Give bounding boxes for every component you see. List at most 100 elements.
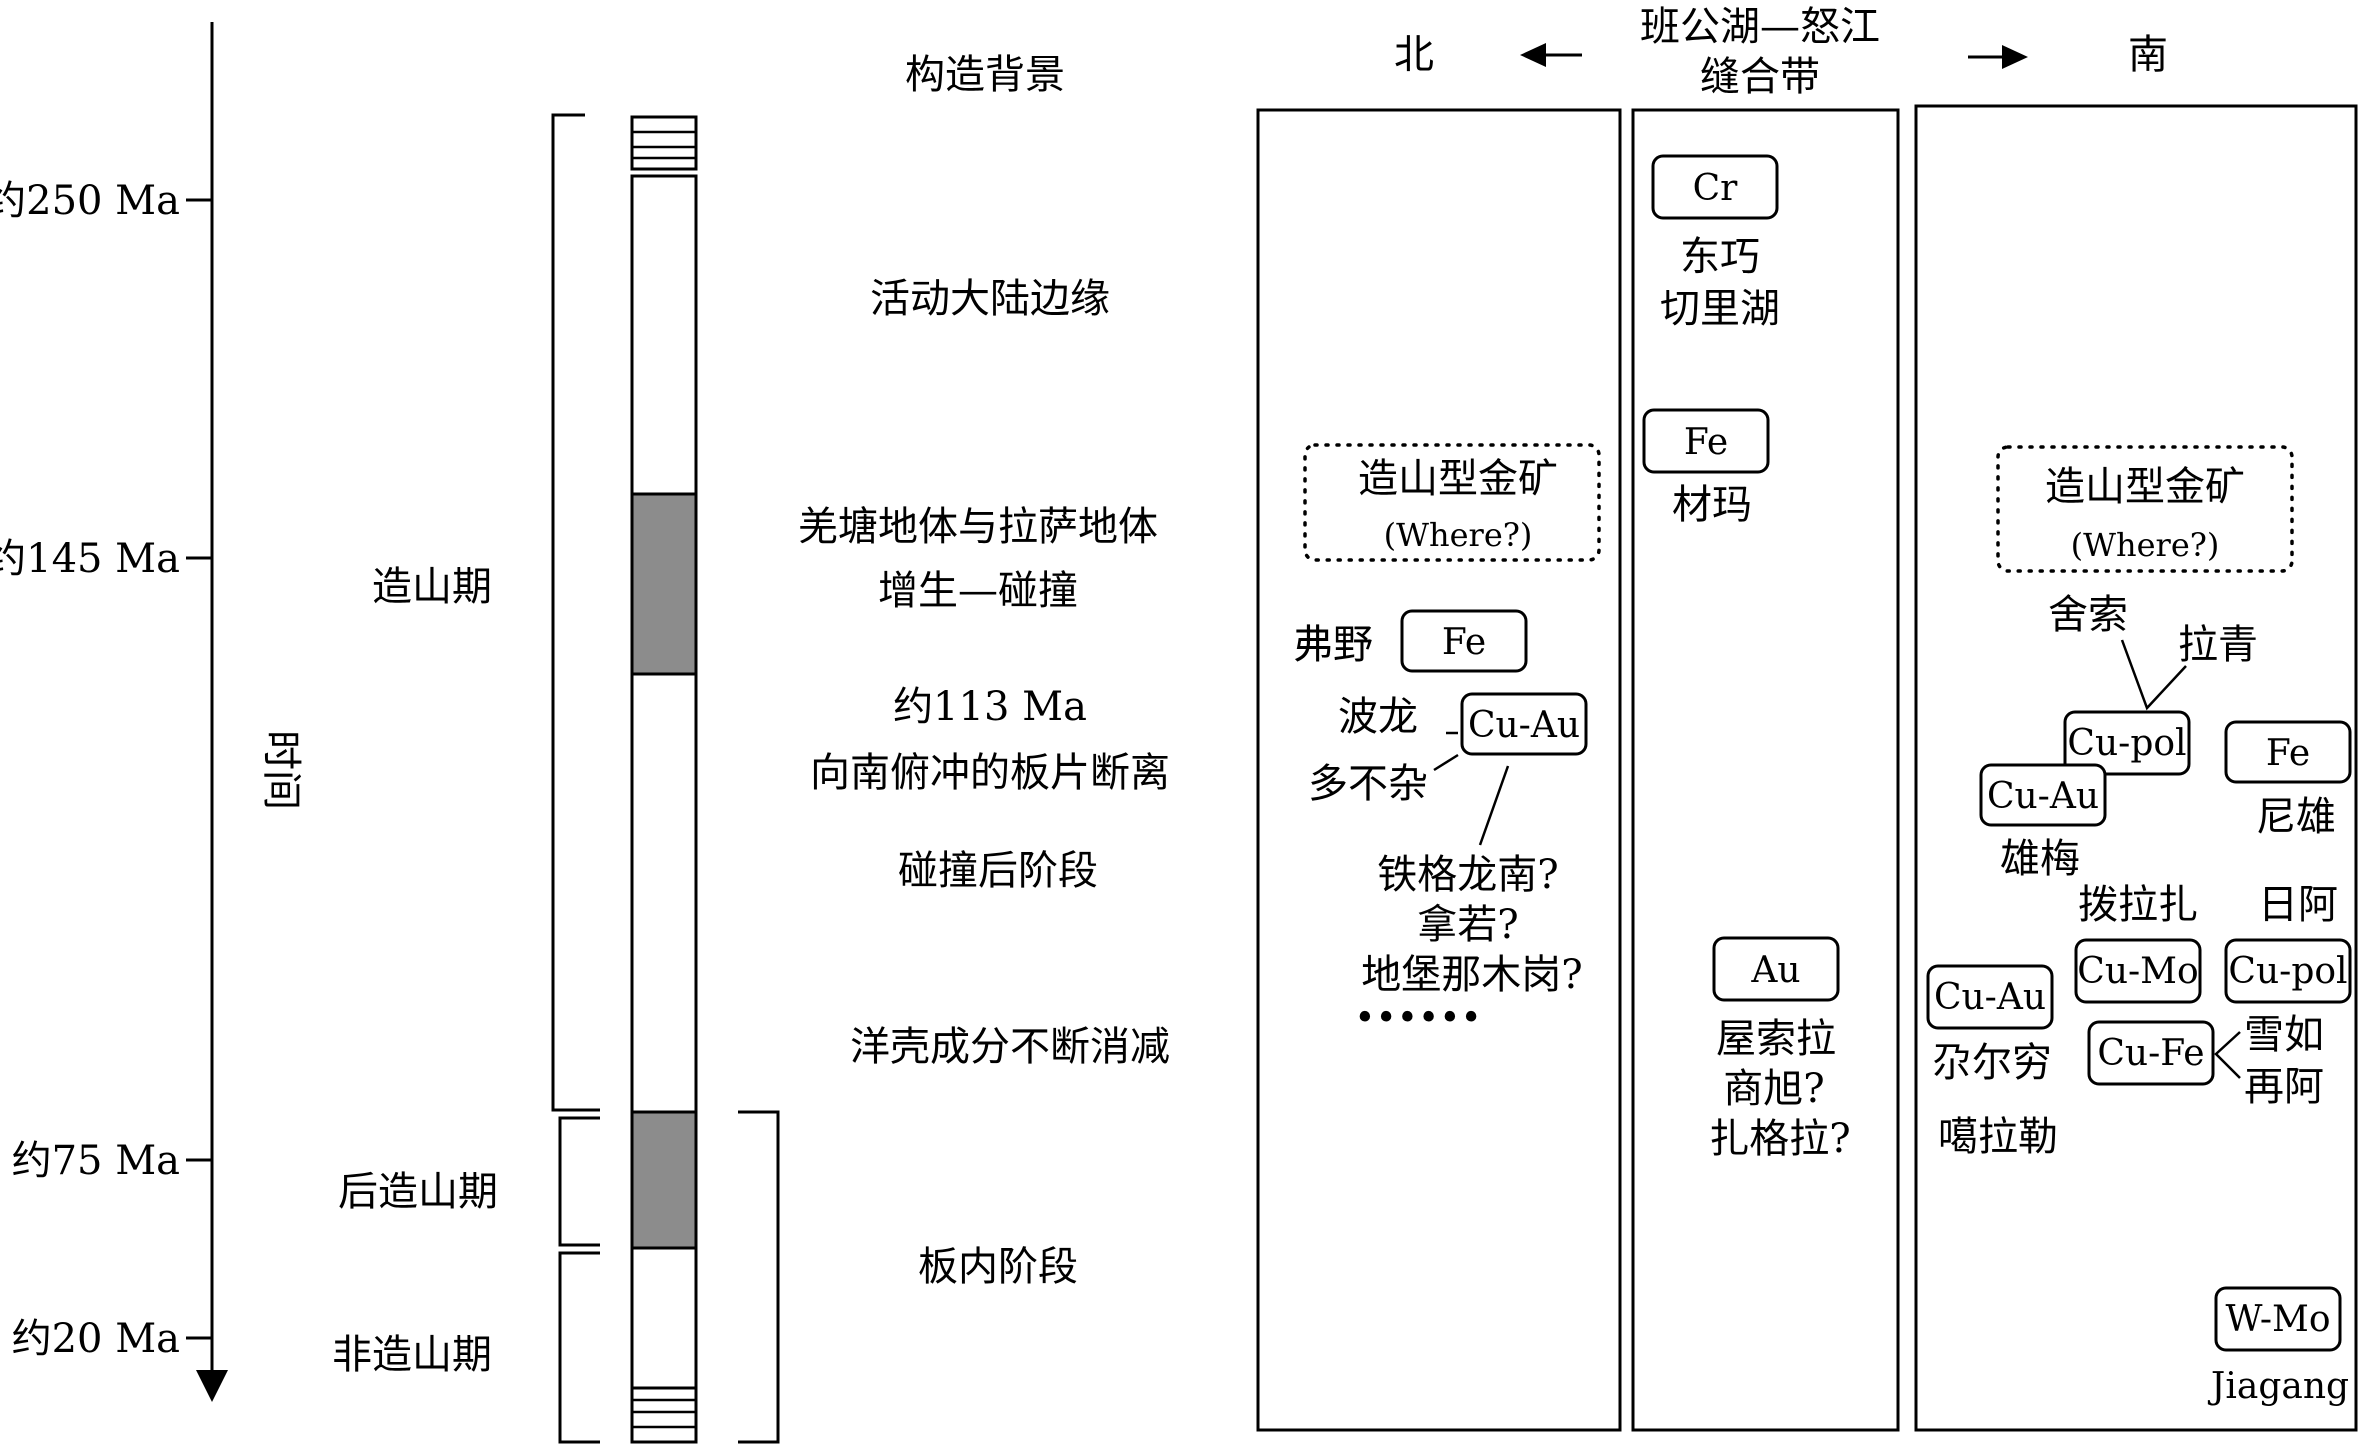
tick-label-250: 约250 Ma [0,178,180,224]
south-arrow-head [2002,45,2028,69]
south-cu-pol-2-box [2224,938,2352,1004]
south-cu-pol-2: Cu-pol [2228,951,2347,992]
suture-au-box [1712,936,1840,1002]
bracket-orogenic [551,113,600,1112]
south-orogenic-gold-box [1996,445,2294,573]
stratigraphic-column [630,115,698,1444]
naruo-label: 拿若? [1417,902,1518,948]
time-axis: 约250 Ma 约145 Ma 约75 Ma 约20 Ma 时间 [0,22,304,1402]
suture-au: Au [1750,950,1800,991]
top-header: 北 班公湖—怒江 缝合带 南 [1394,4,2168,100]
south-cu-pol-1-box [2063,710,2191,776]
column-segment-3 [630,1246,698,1390]
cr-label: Cr [1693,168,1739,209]
south-cu-fe: Cu-Fe [2097,1033,2204,1074]
xiongmei-label: 雄梅 [2000,836,2080,882]
tick-label-20: 约20 Ma [12,1316,180,1362]
wusuola-label: 屋索拉 [1716,1016,1836,1062]
tick-label-145: 约145 Ma [0,536,180,582]
suture-fe: Fe [1684,422,1728,463]
qielihu-label: 切里湖 [1660,286,1780,332]
intraplate: 板内阶段 [918,1244,1078,1290]
time-arrow-head [196,1370,228,1402]
duoerqiong-label: 尕尔穷 [1932,1040,2052,1086]
south-fe-box [2224,720,2352,784]
post-collision: 碰撞后阶段 [898,848,1098,894]
north-leader-line [1478,765,1510,846]
xueru-label: 雪如 [2244,1012,2324,1058]
suture-line1: 班公湖—怒江 [1640,4,1880,50]
north-panel [1256,108,1622,1432]
south-fe: Fe [2266,733,2310,774]
north-where: (Where?) [1384,516,1533,554]
north-cu-au: Cu-Au [1468,705,1580,746]
tick-label-75: 约75 Ma [12,1138,180,1184]
zhagela-label: 扎格拉? [1709,1116,1850,1162]
time-axis-label: 时间 [258,730,304,810]
north-ellipsis: •••••• [1354,998,1481,1039]
accretion-line1: 羌塘地体与拉萨地体 [798,504,1158,550]
south-cu-pol-1: Cu-pol [2067,723,2186,764]
nixiong-label: 尼雄 [2256,794,2336,840]
column-segment-2 [630,672,698,1114]
column-gray-post [630,1110,698,1250]
south-where: (Where?) [2071,526,2220,564]
shangxu-label: 商旭? [1723,1066,1824,1112]
south-cu-au-2: Cu-Au [1934,977,2046,1018]
duobuza-label: 多不杂 [1308,761,1428,807]
south-cu-au-1: Cu-Au [1987,776,2099,817]
north-orogenic-gold-box [1303,443,1601,562]
north-cu-au-box [1460,692,1588,756]
south-column: 造山型金矿 (Where?) 舍索 拉青 Cu-pol Cu-Au 雄梅 Fe … [1926,445,2352,1407]
south-w-mo-box [2214,1286,2342,1352]
cr-box [1651,154,1779,220]
north-fe: Fe [1442,622,1486,663]
south-cu-au-1-box [1979,763,2107,827]
fuye-label: 弗野 [1293,622,1373,668]
column-gray-collision [630,492,698,676]
period-post-orogenic: 后造山期 [338,1169,498,1215]
ria-label: 日阿 [2258,882,2338,928]
dibaonamugang-label: 地堡那木岗? [1361,952,1582,998]
south-cu-mo-box [2074,938,2202,1004]
north-column: 造山型金矿 (Where?) 弗野 Fe 波龙 Cu-Au 多不杂 铁格龙南? … [1293,443,1601,1039]
suture-fe-box [1642,408,1770,474]
bracket-non-orogenic [558,1251,600,1444]
tectonic-header: 构造背景 [905,52,1065,98]
north-fe-box [1400,609,1528,673]
column-top-band [630,115,698,171]
oceanic-consumption: 洋壳成分不断消减 [850,1024,1170,1070]
period-non-orogenic: 非造山期 [332,1332,492,1378]
south-orogenic-gold: 造山型金矿 [2045,464,2245,510]
tiegelongnan-label: 铁格龙南? [1377,852,1558,898]
dongqiao-label: 东巧 [1680,234,1760,280]
column-bottom-band [630,1386,698,1444]
south-leader-lines [2120,639,2187,711]
column-segment-1 [630,174,698,496]
suture-line2: 缝合带 [1700,54,1820,100]
breakoff-age: 约113 Ma [893,684,1087,730]
suture-column: Cr 东巧 切里湖 Fe 材玛 Au 屋索拉 商旭? 扎格拉? [1642,154,1851,1162]
jiagang-label: Jiagang [2207,1366,2349,1407]
bolong-label: 波龙 [1338,694,1418,740]
south-cu-fe-box [2087,1020,2215,1086]
north-arrow-head [1520,43,1546,67]
south-w-mo: W-Mo [2225,1299,2330,1340]
bracket-post-orogenic [558,1116,600,1247]
north-orogenic-gold: 造山型金矿 [1358,456,1558,502]
active-margin: 活动大陆边缘 [870,276,1110,322]
zaia-label: 再阿 [2244,1064,2324,1110]
period-orogenic: 造山期 [372,564,492,610]
period-brackets: 造山期 后造山期 非造山期 [332,113,780,1444]
balazha-label: 拨拉扎 [2078,882,2198,928]
south-cu-fe-leader [2214,1031,2241,1079]
north-label: 北 [1394,32,1434,78]
suture-panel [1631,108,1900,1432]
slab-breakoff: 向南俯冲的板片断离 [810,750,1170,796]
caima-label: 材玛 [1672,482,1752,528]
tectonic-setting: 构造背景 活动大陆边缘 羌塘地体与拉萨地体 增生—碰撞 约113 Ma 向南俯冲… [798,52,1170,1290]
south-label: 南 [2128,32,2168,78]
galale-label: 噶拉勒 [1938,1114,2058,1160]
